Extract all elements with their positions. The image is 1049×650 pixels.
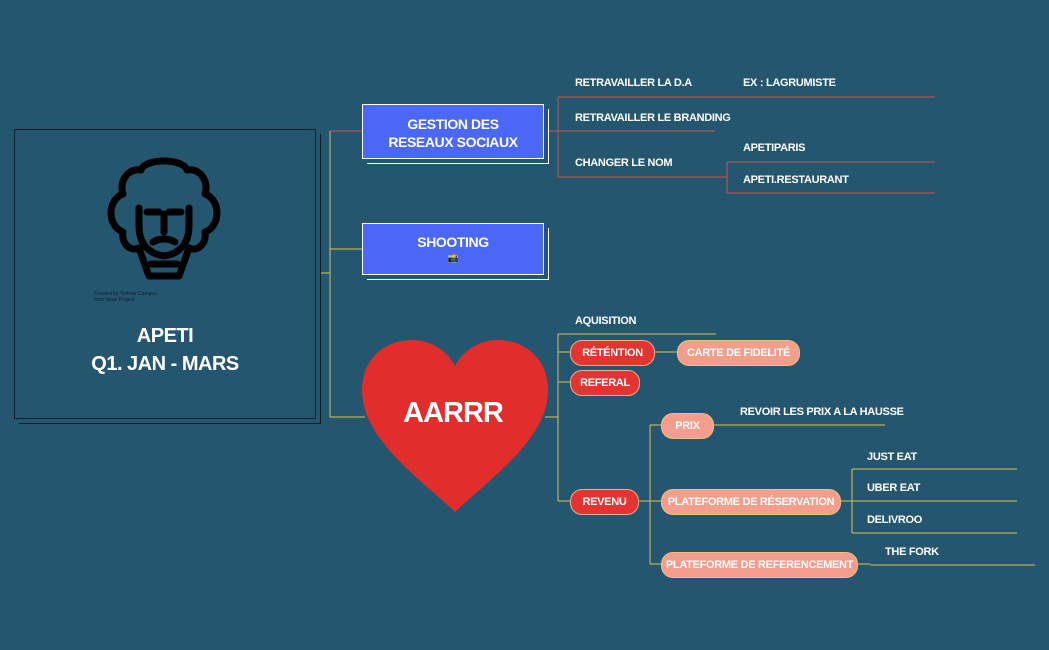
root-node[interactable]: Created by Yorlmar Campos from Noun Proj… [14,129,316,419]
bearded-man-icon [107,157,221,280]
node-changer-nom[interactable]: CHANGER LE NOM [575,157,673,169]
node-ex-lagrumiste[interactable]: EX : LAGRUMISTE [743,77,836,89]
aarrr-label: AARRR [403,397,504,429]
node-retravailler-da[interactable]: RETRAVAILLER LA D.A [575,77,692,89]
root-title-line-2: Q1. JAN - MARS [91,353,239,375]
node-retravailler-branding[interactable]: RETRAVAILLER LE BRANDING [575,112,731,124]
camera-icon: 📸 [447,253,459,263]
node-plateforme-referencement[interactable]: PLATEFORME DE REFERENCEMENT [661,552,858,578]
credit-line-2: from Noun Project [94,297,135,303]
root-title-line-1: APETI [136,325,194,347]
node-prix[interactable]: PRIX [661,413,714,439]
node-just-eat[interactable]: JUST EAT [867,451,917,463]
node-uber-eat[interactable]: UBER EAT [867,482,921,494]
node-retention[interactable]: RÉTÉNTION [570,340,655,366]
root-title: APETI Q1. JAN - MARS [55,322,275,378]
node-referal[interactable]: REFERAL [570,370,640,396]
gestion-label-line-2: RESEAUX SOCIAUX [388,134,518,150]
node-apetirestaurant[interactable]: APETI.RESTAURANT [743,174,849,186]
gestion-label-line-1: GESTION DES [407,116,499,132]
node-aquisition[interactable]: AQUISITION [575,315,637,327]
node-delivroo[interactable]: DELIVROO [867,514,923,526]
heart-icon[interactable] [362,340,548,512]
node-gestion-reseaux-sociaux[interactable]: GESTION DES RESEAUX SOCIAUX [362,104,544,159]
shooting-label: SHOOTING [417,234,489,250]
node-apetiparis[interactable]: APETIPARIS [743,142,806,154]
icon-credit: Created by Yorlmar Campos from Noun Proj… [94,291,157,303]
node-revoir-prix[interactable]: REVOIR LES PRIX A LA HAUSSE [740,406,904,418]
node-the-fork[interactable]: THE FORK [885,546,939,558]
node-carte-fidelite[interactable]: CARTE DE FIDELITÉ [677,340,800,366]
node-shooting[interactable]: SHOOTING 📸 [362,223,544,275]
credit-line-1: Created by Yorlmar Campos [94,291,157,297]
node-revenu[interactable]: REVENU [570,489,639,515]
node-plateforme-reservation[interactable]: PLATEFORME DE RÉSERVATION [661,489,841,515]
